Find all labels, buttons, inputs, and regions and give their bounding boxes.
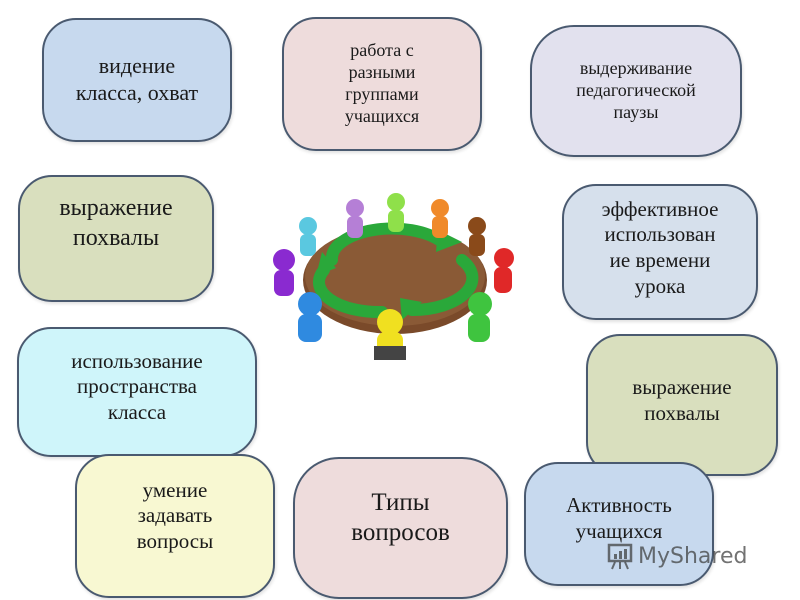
box-groups: работа с разными группами учащихся <box>282 17 482 151</box>
box-activity-text: Активность учащихся <box>566 493 672 543</box>
box-time-text: эффективное использован ие времени урока <box>601 196 719 298</box>
box-praise-right: выражение похвалы <box>586 334 778 476</box>
box-questions-text: умение задавать вопросы <box>136 477 214 553</box>
watermark: MyShared <box>606 542 747 570</box>
round-table-illustration <box>273 193 514 360</box>
box-time: эффективное использован ие времени урока <box>562 184 758 320</box>
box-types: Типы вопросов <box>293 457 508 599</box>
presentation-board-icon <box>607 543 633 570</box>
box-types-text: Типы вопросов <box>351 488 450 547</box>
box-vision-text: видение класса, охват <box>75 53 199 105</box>
box-pause-text: выдерживание педагогической паузы <box>576 58 696 122</box>
box-pause: выдерживание педагогической паузы <box>530 25 742 157</box>
box-questions: умение задавать вопросы <box>75 454 275 598</box>
box-groups-text: работа с разными группами учащихся <box>344 40 420 126</box>
people-icons <box>273 193 514 360</box>
box-space-text: использование пространства класса <box>71 348 203 424</box>
box-praise-right-text: выражение похвалы <box>632 375 732 425</box>
box-vision: видение класса, охват <box>42 18 232 142</box>
box-praise-left: выражение похвалы <box>18 175 214 302</box>
watermark-text: MyShared <box>638 543 748 569</box>
box-praise-left-text: выражение похвалы <box>59 195 173 251</box>
box-space: использование пространства класса <box>17 327 257 457</box>
